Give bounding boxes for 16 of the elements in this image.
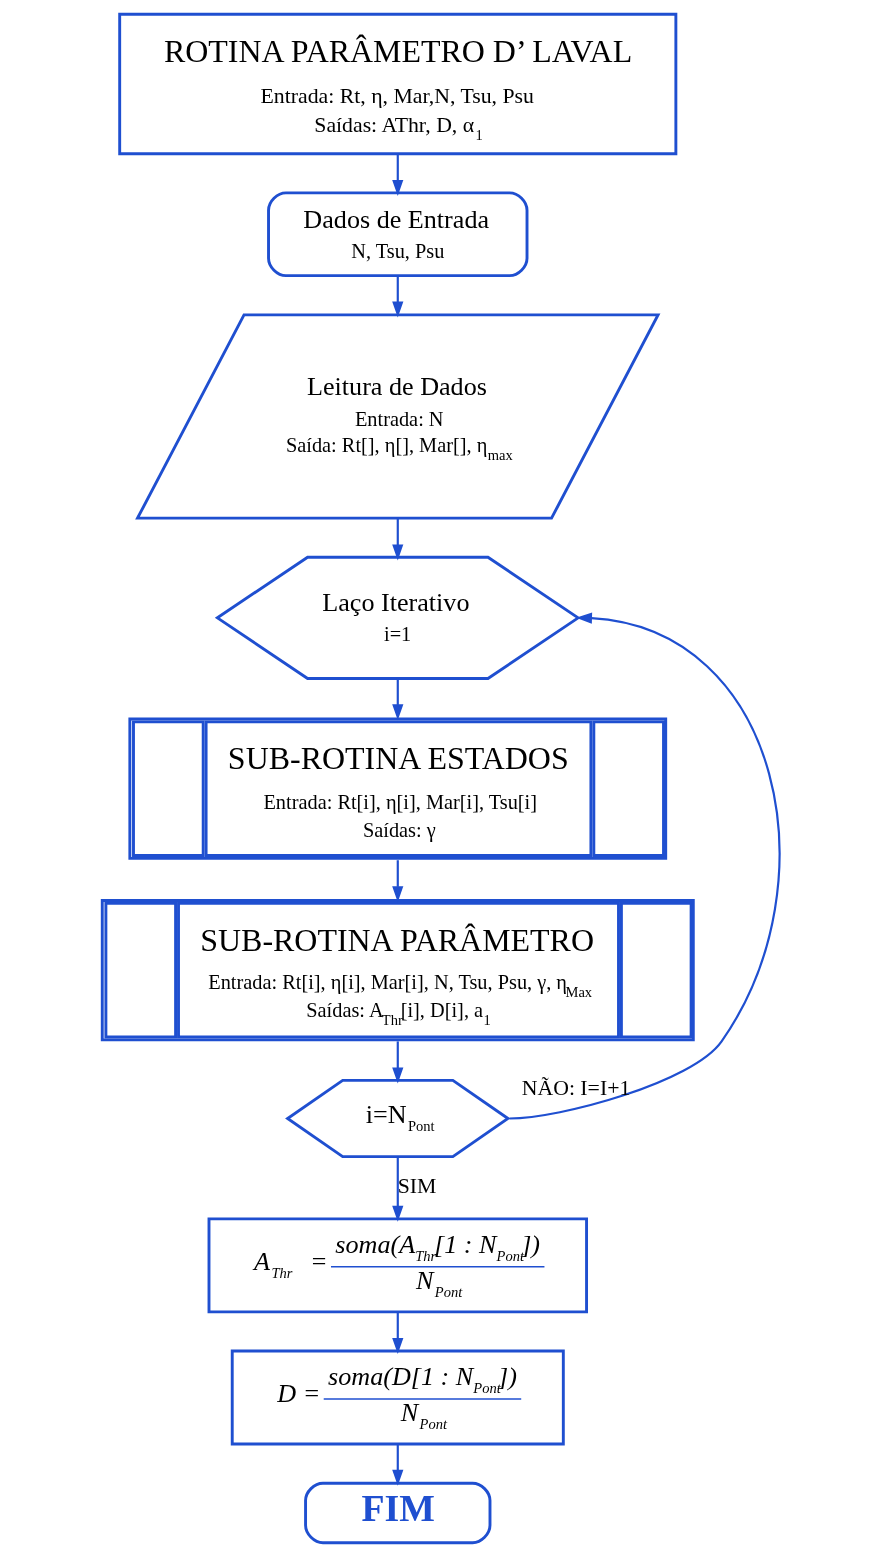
arrow [391,518,403,561]
edge-label: SIM [397,1173,436,1198]
arrow [391,678,403,721]
node-box: ROTINA PARÂMETRO D’ LAVAL Entrada: Rt, η, Mar,N, Tsu, Psu Saídas: AThr, D, α$_{1}$ [117,12,677,156]
arrow [391,1041,403,1084]
node-box: FIM [303,1481,491,1545]
arrow [391,1156,403,1222]
arrow [391,1312,403,1354]
node-box: Dados de Entrada N, Tsu, Psu [266,191,528,278]
arrow [391,1444,403,1486]
arrow [391,276,403,318]
edge-label: NÃO: I=I+1 [521,1075,630,1100]
node-box: D = soma(D[1 : N$_{Pont}$]) N$_{Pont}$ [230,1349,565,1446]
arrow [391,153,403,196]
node-box: A$_{Thr}$ = soma(A$_{Thr}$[1 : N$_{Pont}$]) N$_{Pont}$ [207,1217,588,1314]
arrow [509,612,780,1120]
